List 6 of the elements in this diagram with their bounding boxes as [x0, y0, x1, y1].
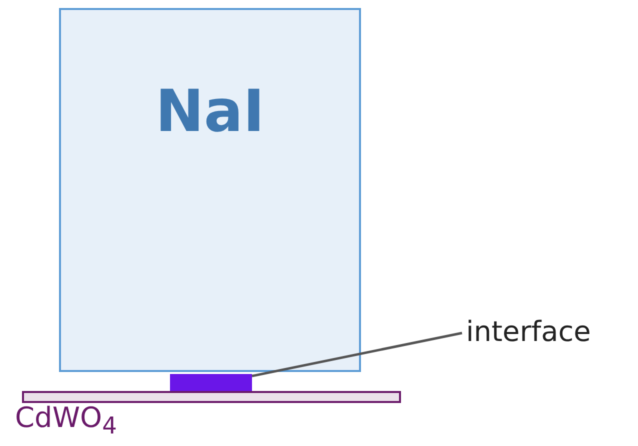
- plate-label: CdWO$_{4}$: [15, 403, 117, 440]
- crystal-label: NaI: [155, 82, 265, 140]
- crystal-box: [59, 8, 361, 372]
- leader-line: [252, 332, 462, 378]
- callout-label: interface: [466, 315, 591, 348]
- interface-block: [170, 374, 252, 391]
